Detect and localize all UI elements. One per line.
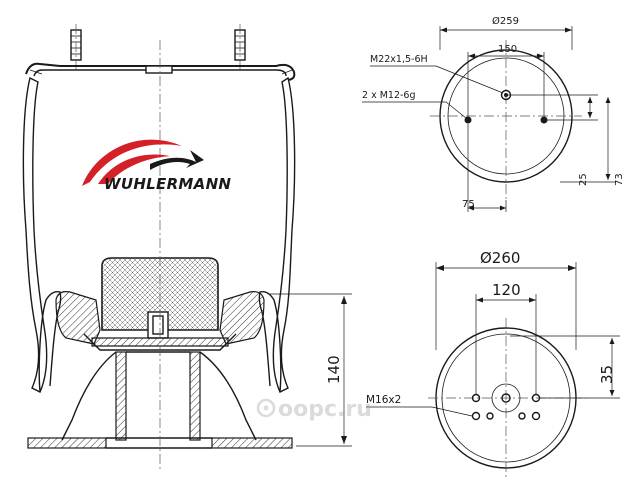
top-bead-plate: [25, 62, 296, 81]
rubber-bellows: [22, 76, 296, 393]
center-hole: [491, 383, 521, 413]
mounting-stud-right: [234, 24, 246, 70]
stud-hole-left: [464, 116, 472, 124]
bottom-view: Ø260 120 35 M16x2: [366, 249, 620, 478]
watermark: oopc.ru: [256, 397, 372, 422]
stud-thread-label: 2 x M12-6g: [362, 90, 416, 101]
logo-swoosh-red: [82, 139, 182, 186]
bottom-diameter-label: Ø260: [480, 249, 520, 267]
logo-swoosh-red-inner: [98, 154, 170, 184]
watermark-icon: [256, 398, 276, 418]
top-diameter-label: Ø259: [492, 15, 519, 27]
bottom-bolt-holes: [471, 393, 541, 421]
piston-height-label: 140: [325, 355, 343, 384]
brand-name: WUHLERMANN: [104, 175, 231, 193]
bottom-bolt-spacing-label: 120: [492, 281, 521, 299]
base-plate: [27, 437, 293, 449]
mounting-stud-left: [70, 24, 82, 70]
piston-body: [61, 351, 257, 441]
top-view: Ø259 150 M22x1,5-6H 2 x M12-6g 25 73: [362, 15, 625, 212]
bottom-offset-vertical-label: 35: [598, 365, 616, 384]
bottom-bolt-thread-label: M16x2: [366, 394, 401, 406]
brand-logo: WUHLERMANN: [82, 139, 231, 193]
top-offset-small-label: 25: [578, 173, 589, 186]
top-offset-large-label: 73: [614, 173, 625, 186]
top-bolt-spacing-label: 150: [498, 44, 517, 55]
top-offset-horizontal-label: 75: [462, 199, 475, 210]
port-thread-label: M22x1,5-6H: [370, 54, 428, 65]
piston-height-dimension: 140: [268, 293, 352, 447]
watermark-text: oopc.ru: [278, 397, 372, 422]
side-section-view: WUHLERMANN 140: [22, 24, 352, 470]
logo-swoosh-dark: [150, 150, 204, 170]
